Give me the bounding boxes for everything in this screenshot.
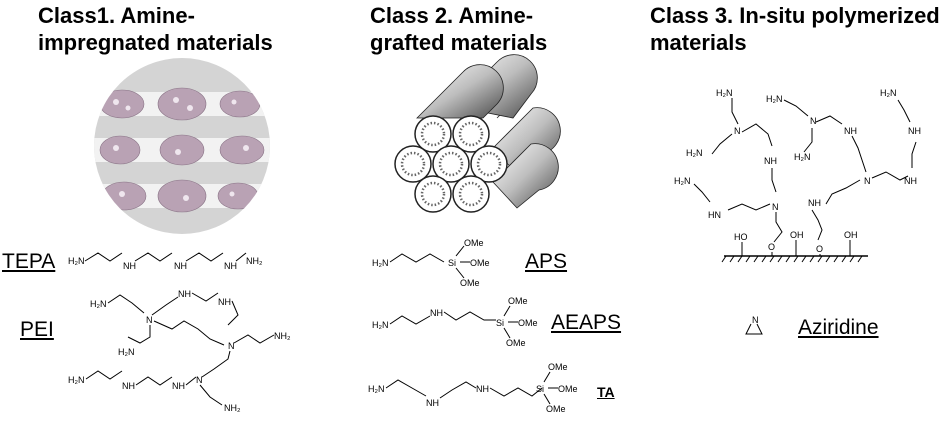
label-ta: TA bbox=[597, 384, 615, 400]
label-aps: APS bbox=[525, 250, 568, 273]
svg-text:H₂N: H₂N bbox=[674, 176, 691, 186]
svg-text:H₂N: H₂N bbox=[90, 299, 107, 309]
svg-text:Si: Si bbox=[448, 258, 456, 268]
svg-text:N: N bbox=[146, 315, 153, 325]
svg-text:OMe: OMe bbox=[464, 238, 484, 248]
svg-text:O: O bbox=[816, 244, 823, 254]
svg-text:NH: NH bbox=[218, 297, 231, 307]
svg-text:NH: NH bbox=[844, 126, 857, 136]
label-aeaps: AEAPS bbox=[551, 311, 622, 334]
svg-text:NH₂: NH₂ bbox=[246, 256, 263, 266]
impregnated-sphere-illustration bbox=[94, 58, 270, 234]
svg-text:NH: NH bbox=[476, 384, 489, 394]
svg-text:OMe: OMe bbox=[470, 258, 490, 268]
svg-text:NH: NH bbox=[808, 198, 821, 208]
svg-text:N: N bbox=[752, 315, 759, 325]
svg-text:NH: NH bbox=[904, 176, 917, 186]
svg-text:Si: Si bbox=[496, 318, 504, 328]
svg-text:O: O bbox=[768, 242, 775, 252]
svg-text:NH: NH bbox=[224, 261, 237, 271]
svg-text:H₂N: H₂N bbox=[68, 375, 85, 385]
svg-text:OH: OH bbox=[844, 230, 858, 240]
svg-text:NH: NH bbox=[430, 308, 443, 318]
svg-text:OMe: OMe bbox=[546, 404, 566, 414]
pei-structure: H₂N N NH NH N NH₂ H₂N H₂N NH NH N NH₂ bbox=[68, 289, 291, 413]
svg-text:OMe: OMe bbox=[518, 318, 538, 328]
label-aziridine: Aziridine bbox=[798, 316, 879, 339]
label-pei: PEI bbox=[20, 318, 54, 341]
svg-text:NH: NH bbox=[172, 381, 185, 391]
aziridine-structure: N bbox=[745, 315, 763, 335]
class2-title: Class 2. Amine- grafted materials bbox=[370, 3, 548, 55]
svg-text:H₂N: H₂N bbox=[118, 347, 135, 357]
svg-text:HN: HN bbox=[708, 210, 721, 220]
svg-text:H₂N: H₂N bbox=[794, 152, 811, 162]
svg-text:H₂N: H₂N bbox=[686, 148, 703, 158]
svg-text:NH: NH bbox=[123, 261, 136, 271]
svg-text:OH: OH bbox=[790, 230, 804, 240]
svg-text:H₂N: H₂N bbox=[372, 320, 389, 330]
svg-text:H₂N: H₂N bbox=[372, 258, 389, 268]
svg-text:NH: NH bbox=[122, 381, 135, 391]
tepa-structure: H₂N NH NH NH NH₂ bbox=[68, 252, 263, 271]
svg-text:N: N bbox=[810, 116, 817, 126]
svg-text:HO: HO bbox=[734, 232, 748, 242]
svg-text:NH: NH bbox=[174, 261, 187, 271]
class1-title: Class1. Amine- impregnated materials bbox=[38, 3, 273, 55]
svg-text:NH: NH bbox=[426, 398, 439, 408]
insitu-polymer-structure: H₂N N H₂N NH N HN H₂N H₂N N NH N H₂N NH … bbox=[674, 88, 921, 263]
svg-text:NH: NH bbox=[764, 156, 777, 166]
svg-text:N: N bbox=[228, 341, 235, 351]
svg-text:H₂N: H₂N bbox=[716, 88, 733, 98]
aeaps-structure: H₂N NH Si OMe OMe OMe bbox=[372, 296, 538, 348]
class3-title: Class 3. In-situ polymerized materials bbox=[650, 3, 939, 55]
svg-text:OMe: OMe bbox=[558, 384, 578, 394]
svg-text:H₂N: H₂N bbox=[880, 88, 897, 98]
grafted-tube-bundle-illustration bbox=[394, 54, 561, 213]
svg-text:N: N bbox=[734, 126, 741, 136]
svg-text:NH₂: NH₂ bbox=[224, 403, 241, 413]
svg-text:Si: Si bbox=[536, 384, 544, 394]
svg-text:NH₂: NH₂ bbox=[274, 331, 291, 341]
svg-text:H₂N: H₂N bbox=[368, 384, 385, 394]
svg-text:N: N bbox=[196, 375, 203, 385]
svg-text:NH: NH bbox=[908, 126, 921, 136]
svg-text:OMe: OMe bbox=[460, 278, 480, 288]
svg-text:N: N bbox=[864, 176, 871, 186]
svg-text:OMe: OMe bbox=[506, 338, 526, 348]
aps-structure: H₂N Si OMe OMe OMe bbox=[372, 238, 490, 288]
label-tepa: TEPA bbox=[2, 250, 56, 273]
svg-text:NH: NH bbox=[178, 289, 191, 299]
ta-structure: H₂N NH NH Si OMe OMe OMe bbox=[368, 362, 578, 414]
svg-text:H₂N: H₂N bbox=[68, 256, 85, 266]
svg-text:N: N bbox=[772, 202, 779, 212]
svg-text:OMe: OMe bbox=[548, 362, 568, 372]
svg-text:H₂N: H₂N bbox=[766, 94, 783, 104]
svg-text:OMe: OMe bbox=[508, 296, 528, 306]
